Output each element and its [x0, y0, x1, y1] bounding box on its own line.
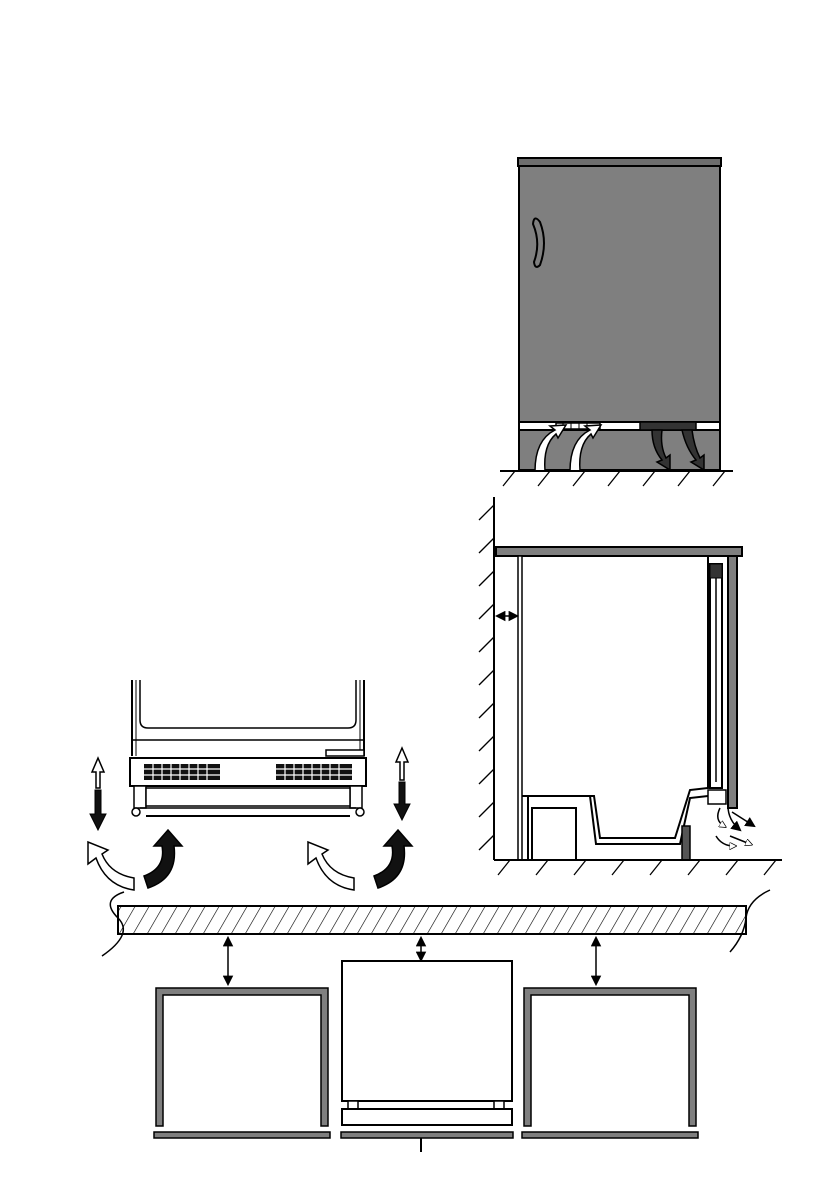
- vent-grille-right: [276, 764, 352, 780]
- floor-hatch: [498, 860, 776, 875]
- floor-hatch: [503, 471, 725, 486]
- plinth-base: [146, 788, 350, 806]
- cabinet-right-door: [522, 1132, 698, 1138]
- air-intake-curve-left: [88, 842, 134, 890]
- compressor-box: [532, 808, 576, 860]
- center-furniture-door: [341, 1132, 513, 1138]
- air-exhaust-curve-right: [374, 830, 412, 888]
- fridge-top-view: [342, 961, 512, 1101]
- air-intake-curve-right: [308, 842, 354, 890]
- exhaust-vent: [640, 422, 696, 430]
- handle-rail: [326, 750, 364, 756]
- furniture-door-section: [728, 556, 737, 808]
- front-view: [500, 158, 733, 486]
- worktop-hatched: [118, 906, 746, 934]
- side-view: [479, 497, 782, 875]
- fridge-door-top-view: [342, 1109, 512, 1125]
- fridge-top-panel: [518, 158, 721, 166]
- height-adjust-arrow-left: [90, 758, 106, 830]
- worktop-section: [496, 547, 742, 556]
- rear-panel: [518, 556, 522, 860]
- vent-grille-left: [144, 764, 220, 780]
- base-detail: [88, 680, 412, 890]
- vent-grille-section: [708, 790, 726, 804]
- cabinet-right: [524, 988, 696, 1126]
- door-hinge-top: [710, 564, 722, 578]
- fridge-door: [519, 166, 720, 422]
- air-exhaust-curve-left: [144, 830, 182, 888]
- top-view: [102, 890, 770, 1152]
- fridge-body-section: [522, 556, 708, 838]
- height-adjust-arrow-right: [394, 748, 410, 820]
- plinth-section: [682, 826, 690, 860]
- cabinet-left-door: [154, 1132, 330, 1138]
- side-airflow-arrows: [716, 806, 754, 846]
- wall-hatch: [479, 505, 494, 850]
- door-bottom-outline: [140, 680, 356, 728]
- cabinet-left: [156, 988, 328, 1126]
